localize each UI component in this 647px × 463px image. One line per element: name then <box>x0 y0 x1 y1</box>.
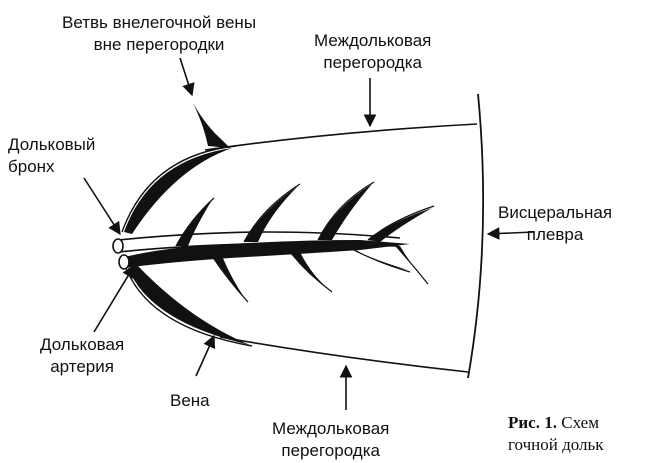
label-branch-vein: Ветвь внелегочной вены вне перегородки <box>62 12 256 56</box>
figure-caption: Рис. 1. Схем гочной дольк <box>508 412 604 456</box>
lower-septum-line <box>220 337 468 372</box>
artery-opening <box>119 255 129 269</box>
label-pleura-line2: плевра <box>498 224 612 246</box>
caption-line1-text: Схем <box>561 413 599 432</box>
label-septum-top: Междольковая перегородка <box>314 30 431 74</box>
upper-vein <box>124 148 232 234</box>
caption-prefix: Рис. 1. <box>508 413 557 432</box>
caption-line2: гочной дольк <box>508 434 604 456</box>
label-branch-vein-line1: Ветвь внелегочной вены <box>62 12 256 34</box>
label-septum-bottom-line1: Междольковая <box>272 418 389 440</box>
label-vein-text: Вена <box>170 390 210 412</box>
vein-branch-spike <box>193 103 230 148</box>
upper-septum-line <box>205 124 477 150</box>
label-vein: Вена <box>170 390 210 412</box>
arrow-bronchus <box>84 178 120 234</box>
label-branch-vein-line2: вне перегородки <box>62 34 256 56</box>
label-septum-bottom-line2: перегородка <box>272 440 389 462</box>
label-bronchus-line1: Дольковый <box>8 134 95 156</box>
label-artery: Дольковая артерия <box>40 334 124 378</box>
label-bronchus-line2: бронх <box>8 156 95 178</box>
arrow-vein <box>196 336 214 376</box>
label-septum-top-line1: Междольковая <box>314 30 431 52</box>
label-septum-top-line2: перегородка <box>314 52 431 74</box>
caption-line1: Рис. 1. Схем <box>508 412 604 434</box>
label-artery-line1: Дольковая <box>40 334 124 356</box>
artery-band <box>120 240 410 268</box>
label-pleura: Висцеральная плевра <box>498 202 612 246</box>
visceral-pleura-line <box>468 94 483 378</box>
label-bronchus: Дольковый бронх <box>8 134 95 178</box>
arrow-branch-vein <box>180 58 192 95</box>
label-pleura-line1: Висцеральная <box>498 202 612 224</box>
label-artery-line2: артерия <box>40 356 124 378</box>
bronchus-opening <box>113 239 123 253</box>
label-septum-bottom: Междольковая перегородка <box>272 418 389 462</box>
arrow-artery <box>94 266 134 332</box>
